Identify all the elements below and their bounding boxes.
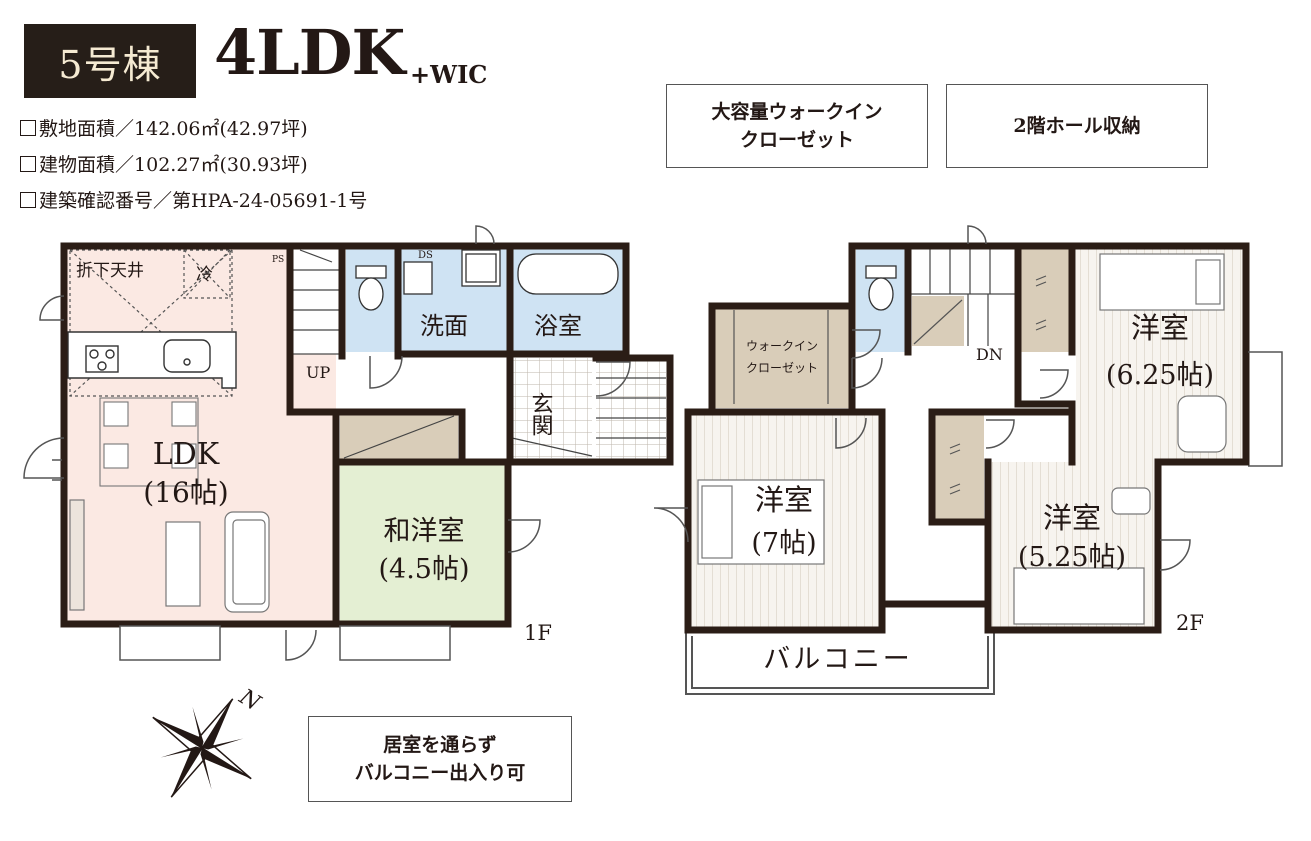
room-7-size: (7帖)	[751, 528, 816, 559]
ceiling-note-label: 折下天井	[76, 261, 144, 281]
walls-2f	[684, 242, 1250, 634]
balcony-label: バルコニー	[763, 644, 912, 675]
room-525-size: (5.25帖)	[1018, 542, 1126, 573]
ldk-name-label: LDK	[153, 437, 220, 472]
room-625-size: (6.25帖)	[1106, 360, 1214, 391]
callout-wic: 大容量ウォークインクローゼット	[666, 84, 928, 168]
stairs-2f	[909, 245, 1017, 346]
toilet-1f-fixture	[355, 265, 387, 311]
callout-balcony-access: 居室を通らずバルコニー出入り可	[308, 716, 572, 802]
shoe-closet	[596, 358, 666, 462]
floor-1: 折下天井 冷 PS UP DS 洗面 浴室 玄関 LDK (16帖) 和洋室 (…	[23, 225, 674, 661]
desk-525	[1013, 487, 1151, 625]
washitsu-size-label: (4.5帖)	[378, 554, 469, 585]
washitsu-name-label: 和洋室	[384, 516, 465, 547]
ldk-size-label: (16帖)	[143, 476, 228, 509]
stairs-1f	[289, 245, 341, 355]
floor-2-label: 2F	[1176, 611, 1204, 635]
ps-label: PS	[272, 255, 284, 265]
room-625-name: 洋室	[1131, 311, 1189, 345]
toilet-2f-fixture	[865, 265, 897, 311]
entrance-label: 玄関	[528, 392, 553, 436]
compass-north-label: N	[234, 684, 265, 716]
building-number-badge: 5号棟	[24, 24, 196, 98]
up-label: UP	[306, 363, 330, 382]
walls-1f	[60, 242, 674, 628]
wic-label-line1: ウォークイン	[746, 339, 818, 353]
wic-floor	[714, 306, 850, 408]
floor-2: ウォークイン クローゼット DN 洋室 (6.25帖) 洋室 (7帖) 洋室 (…	[653, 225, 1283, 695]
bed-7	[697, 479, 825, 565]
floor-1-label: 1F	[524, 621, 552, 645]
sofa-set	[69, 499, 270, 613]
kitchen-counter	[67, 331, 237, 389]
spec-building-area: 建物面積／102.27㎡(30.93坪)	[20, 156, 308, 175]
windows-2f	[653, 225, 1283, 571]
spec-permit-number: 建築確認番号／第HPA-24-05691-1号	[20, 192, 367, 211]
bathtub	[517, 253, 619, 295]
washroom-label: 洗面	[420, 312, 468, 340]
entrance-steps	[511, 377, 666, 457]
checkbox-icon	[20, 120, 36, 136]
room-7-name: 洋室	[755, 483, 813, 517]
compass-rose-icon	[152, 698, 252, 798]
closet-markings	[733, 275, 1047, 495]
callout-hall-storage: 2階ホール収納	[946, 84, 1208, 168]
bath-label: 浴室	[534, 312, 582, 340]
washbasin	[403, 249, 501, 295]
layout-extra: +WIC	[410, 60, 488, 89]
checkbox-icon	[20, 192, 36, 208]
checkbox-icon	[20, 156, 36, 172]
dn-label: DN	[976, 345, 1003, 364]
closet-525	[934, 414, 984, 520]
fridge-label: 冷	[196, 265, 213, 285]
dining-set	[99, 397, 199, 487]
balcony	[685, 630, 995, 695]
layout-type: 4LDK	[214, 16, 405, 89]
wic-label-line2: クローゼット	[746, 361, 818, 375]
bed-625	[1099, 253, 1227, 453]
closet-625	[1020, 246, 1070, 352]
room-525-name: 洋室	[1043, 501, 1101, 535]
ds-label: DS	[418, 250, 433, 261]
washitsu-floor	[340, 462, 508, 624]
spec-site-area: 敷地面積／142.06㎡(42.97坪)	[20, 120, 308, 139]
stair-storage-hatch	[343, 415, 455, 459]
windows-1f	[23, 225, 631, 661]
